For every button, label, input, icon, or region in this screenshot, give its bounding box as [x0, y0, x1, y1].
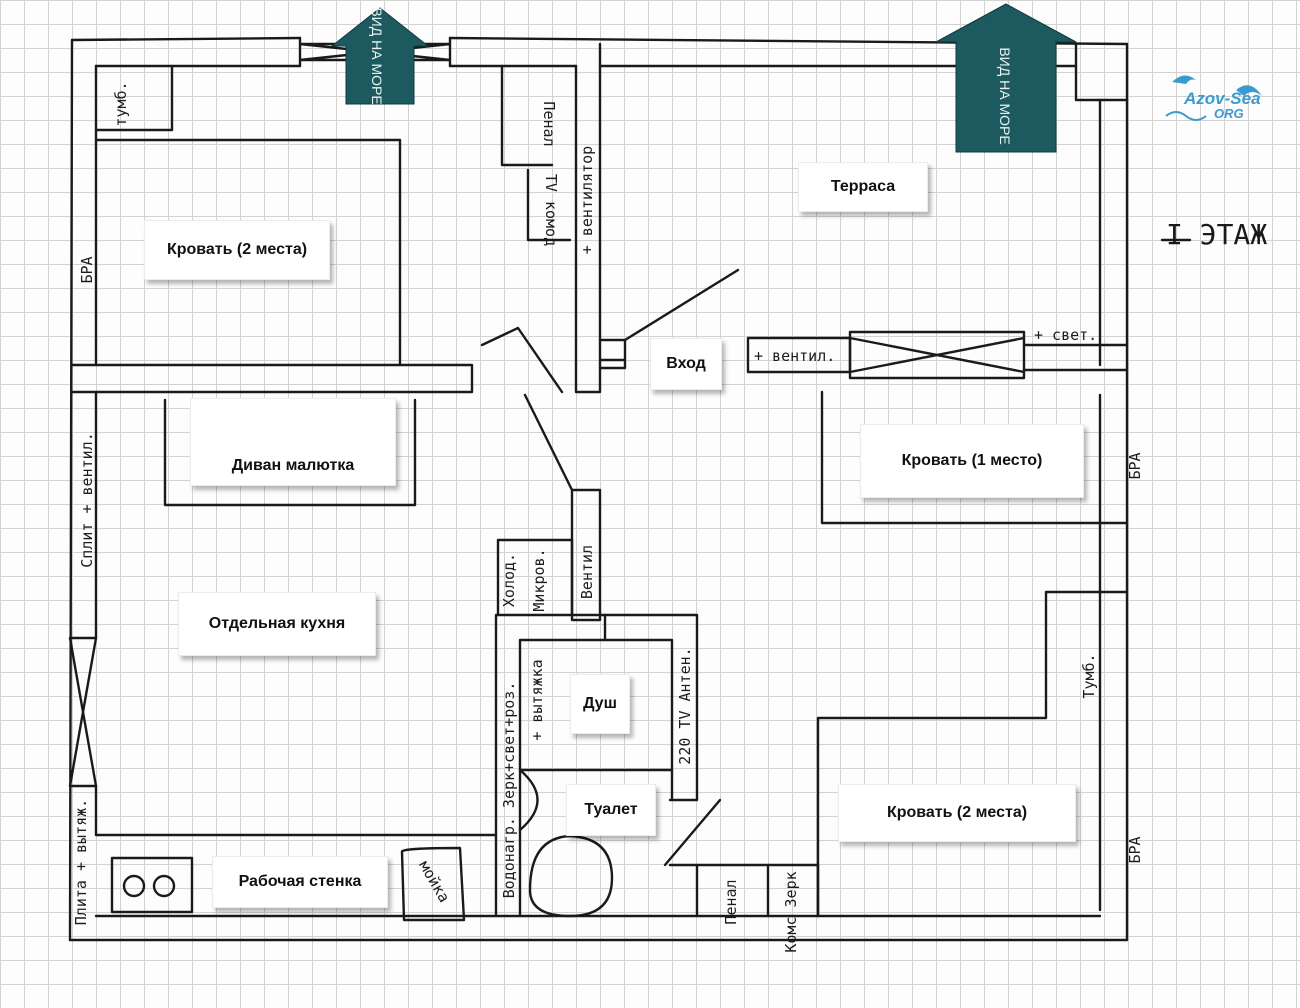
logo-line1: Azov-Sea	[1183, 89, 1261, 108]
bra-right-top-label: БРА	[1126, 452, 1144, 479]
penal-bottom	[668, 863, 770, 918]
vodonagr-label: Водонагр. Зерк+свет+роз.	[500, 682, 518, 899]
label-sofa-text: Диван малютка	[231, 457, 355, 474]
stove-burner-2	[152, 874, 176, 898]
moyka-label: мойка	[415, 857, 453, 905]
label-terrace-text: Терраса	[830, 178, 896, 195]
penal-bottom-label: Пенал	[722, 879, 740, 924]
floor-title: I ЭТАЖ	[1166, 218, 1267, 251]
svet-label: + свет.	[1034, 326, 1097, 344]
stove	[110, 856, 194, 914]
toilet-partition	[518, 613, 674, 918]
window-left	[68, 636, 98, 788]
label-kitchen-text: Отдельная кухня	[208, 615, 346, 632]
sea-view-arrow-left-label: ВИД НА МОРЕ	[369, 7, 385, 104]
sea-view-arrow-right-label: ВИД НА МОРЕ	[997, 47, 1013, 144]
sea-view-arrow-left: ВИД НА МОРЕ	[330, 7, 430, 105]
ventil-door-label: + вентил.	[754, 347, 835, 365]
bra-left-label: БРА	[78, 256, 96, 283]
outer-wall-left	[68, 38, 98, 942]
ventil-mid-label: Вентил	[578, 545, 596, 599]
label-kitchen: Отдельная кухня	[178, 592, 376, 656]
label-worktop-text: Рабочая стенка	[238, 873, 362, 890]
label-bed-top-left: Кровать (2 места)	[144, 220, 330, 280]
label-shower: Душ	[570, 674, 630, 734]
mikrov-label: Микров.	[530, 548, 548, 611]
partition-terrace	[574, 42, 602, 394]
plita-label: Плита + вытяж.	[72, 799, 90, 925]
label-entrance-text: Вход	[666, 355, 706, 372]
bathroom-door-swing	[663, 798, 722, 867]
tv-anten-label: 220 TV Антен.	[676, 647, 694, 764]
label-sofa: Диван малютка	[190, 398, 396, 486]
window-right	[848, 330, 1026, 380]
tv-komod	[526, 168, 572, 242]
bra-right-bottom-label: БРА	[1126, 836, 1144, 863]
label-bed-top-left-text: Кровать (2 места)	[166, 241, 308, 258]
bedroom-bottom-right	[816, 590, 1129, 918]
sea-view-arrow-right: ВИД НА МОРЕ	[935, 3, 1077, 153]
label-toilet: Туалет	[566, 784, 656, 836]
label-bed-bottom-right: Кровать (2 места)	[838, 784, 1076, 842]
label-entrance: Вход	[650, 338, 722, 390]
kholod-label: Холод.	[500, 553, 518, 607]
penal-top	[500, 64, 554, 167]
label-toilet-text: Туалет	[584, 801, 638, 818]
vytyazhka-label: + вытяжка	[528, 659, 546, 740]
label-shower-text: Душ	[583, 695, 617, 712]
terrace-corner	[1074, 42, 1129, 102]
label-bed-single-text: Кровать (1 место)	[901, 452, 1043, 469]
logo-line2: ORG	[1214, 106, 1244, 121]
entrance-door	[598, 268, 740, 370]
outer-wall-bottom	[68, 914, 1129, 942]
toilet-bowl	[528, 834, 614, 918]
split-label: Сплит + вентил.	[78, 432, 96, 567]
sofa-outline	[163, 398, 417, 507]
washbasin	[518, 768, 539, 832]
inner-door-swing	[480, 326, 564, 394]
wave-icon	[1165, 111, 1207, 121]
bathroom-outer	[494, 613, 699, 918]
tumb-top-label: тумб.	[112, 81, 130, 126]
bed-top-left	[94, 138, 402, 367]
label-bed-single: Кровать (1 место)	[860, 424, 1084, 498]
wall-right-mid	[1022, 343, 1129, 372]
bed-single	[820, 390, 1129, 525]
sink	[400, 846, 466, 922]
penal-top-label: Пенал	[540, 101, 558, 146]
outer-wall-right	[1098, 42, 1129, 942]
dolphin-icon	[1172, 75, 1262, 96]
tumb-top	[94, 64, 174, 132]
azov-sea-logo: Azov-Sea ORG	[1165, 75, 1262, 121]
tumb-right-label: Тумб.	[1080, 653, 1098, 698]
appliance-shelf	[496, 538, 574, 617]
label-terrace: Терраса	[798, 162, 928, 212]
outer-wall-top-left	[70, 36, 1129, 68]
label-worktop: Рабочая стенка	[212, 856, 388, 908]
bedroom-partition	[70, 363, 474, 394]
komod-zerk-label: Комс Зерк	[782, 871, 800, 952]
stove-burner-1	[122, 874, 146, 898]
label-bed-bottom-right-text: Кровать (2 места)	[886, 804, 1028, 821]
tv-komod-label: TV комод	[542, 174, 560, 246]
ventilator-label: + вентилятор	[578, 146, 596, 254]
